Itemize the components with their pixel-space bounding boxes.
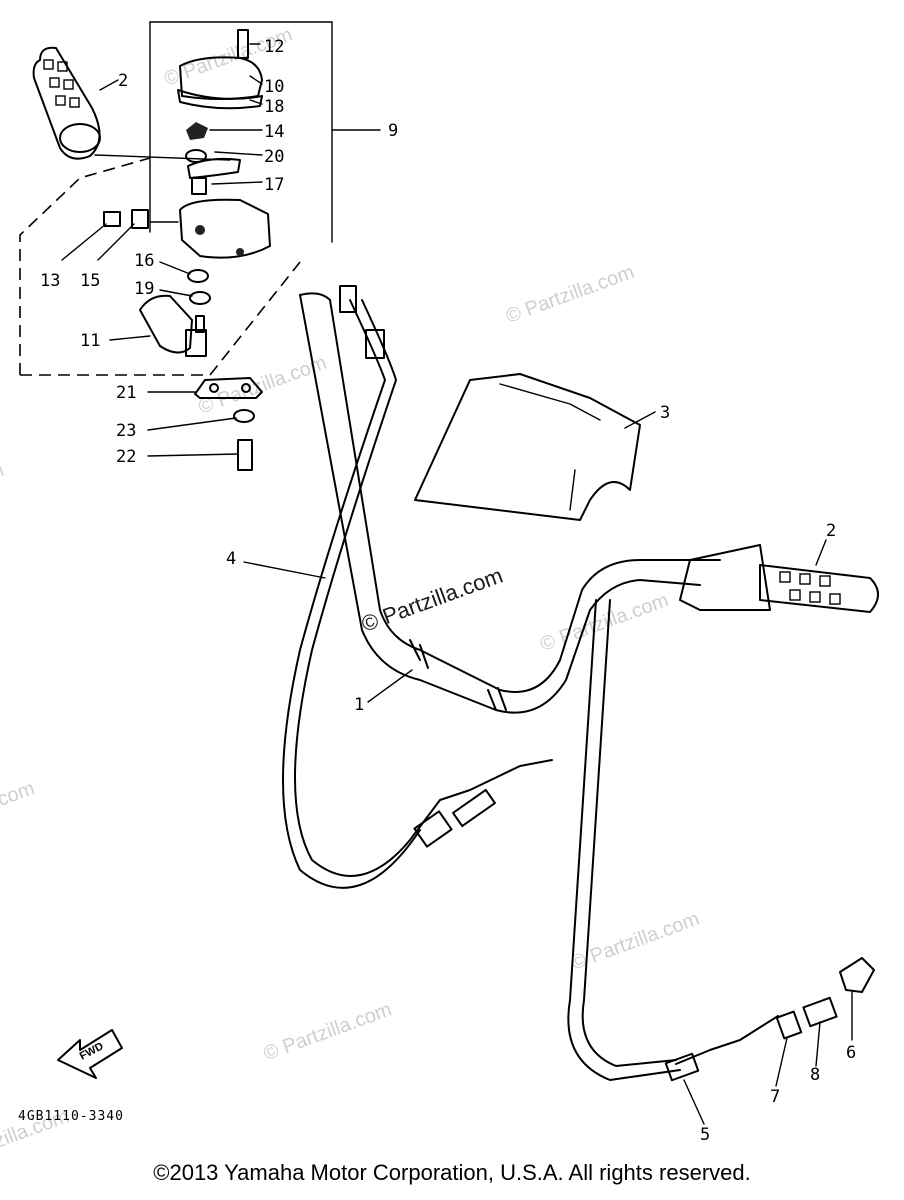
- brake-cable: [567, 599, 779, 1082]
- callout-13: 13: [40, 271, 60, 291]
- watermark-center: © Partzilla.com: [358, 563, 506, 637]
- callout-9: 9: [388, 121, 398, 141]
- watermark-text: © Partzilla.com: [503, 261, 637, 328]
- callout-14: 14: [264, 122, 284, 142]
- callout-2-right: 2: [826, 521, 836, 541]
- handlebar-clamp: [194, 377, 263, 471]
- fwd-arrow: FWD: [57, 1029, 123, 1079]
- callout-3: 3: [660, 403, 670, 423]
- watermark-text: © Partzilla.com: [0, 777, 38, 844]
- assembly-bracket: [19, 21, 381, 376]
- callout-21: 21: [116, 383, 136, 403]
- callout-22: 22: [116, 447, 136, 467]
- callout-4: 4: [226, 549, 236, 569]
- callout-19: 19: [134, 279, 154, 299]
- callout-7: 7: [770, 1087, 780, 1107]
- callout-5: 5: [700, 1125, 710, 1145]
- fwd-label: FWD: [78, 1040, 106, 1062]
- copyright-notice: ©2013 Yamaha Motor Corporation, U.S.A. A…: [153, 1160, 751, 1185]
- callout-2-left: 2: [118, 71, 128, 91]
- callout-12: 12: [264, 37, 284, 57]
- callout-11: 11: [80, 331, 100, 351]
- right-grip: [679, 544, 879, 613]
- small-switch-parts: [103, 209, 211, 357]
- callout-17: 17: [264, 175, 284, 195]
- callout-16: 16: [134, 251, 154, 271]
- diagram-reference: 4GB1110-3340: [18, 1109, 124, 1124]
- callout-18: 18: [264, 97, 284, 117]
- callout-8: 8: [810, 1065, 820, 1085]
- cable-end-parts: [775, 957, 875, 1040]
- watermark-text: © Partzilla.com: [537, 589, 671, 656]
- callout-15: 15: [80, 271, 100, 291]
- left-grip: [32, 46, 101, 160]
- switch-housing: [177, 29, 271, 259]
- handlebar-cover: [414, 373, 641, 521]
- callouts: 2 12 10 18 14 9 20 17 13 15 16 19 11 21 …: [40, 37, 856, 1145]
- watermark-text: © Partzilla.com: [0, 459, 7, 526]
- callout-1: 1: [354, 695, 364, 715]
- callout-10: 10: [264, 77, 284, 97]
- handlebar: [299, 292, 721, 714]
- callout-23: 23: [116, 421, 136, 441]
- callout-6: 6: [846, 1043, 856, 1063]
- watermark-text: © Partzilla.com: [261, 998, 395, 1065]
- throttle-cable: [282, 285, 553, 889]
- callout-20: 20: [264, 147, 284, 167]
- leader-lines: [61, 43, 853, 1125]
